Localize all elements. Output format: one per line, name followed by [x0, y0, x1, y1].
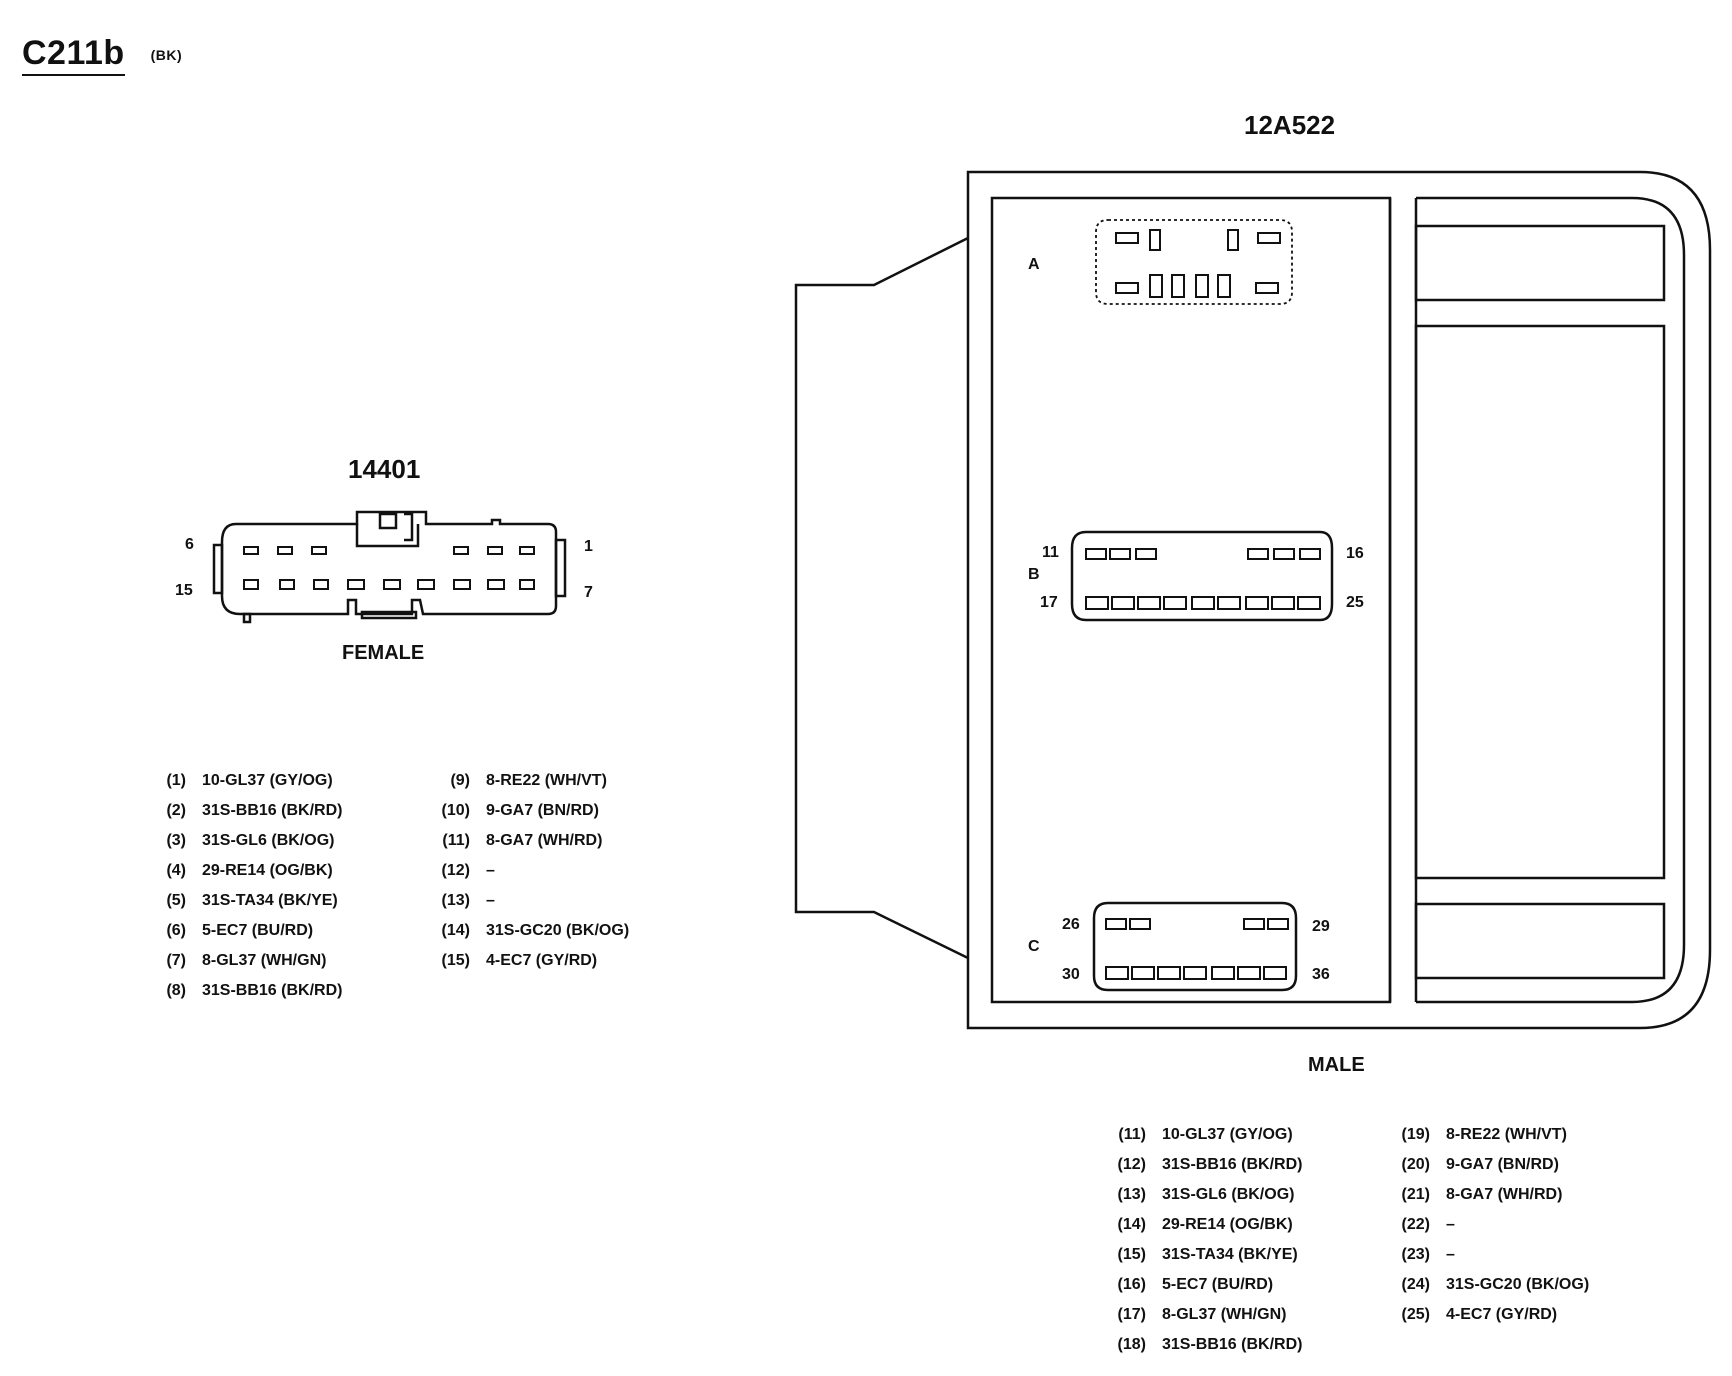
list-item: (13)31S-GL6 (BK/OG)	[1117, 1186, 1295, 1203]
list-item: (6)5-EC7 (BU/RD)	[166, 922, 314, 939]
section-b-pin-label-bottom-left: 17	[1040, 594, 1058, 611]
list-item: (7)8-GL37 (WH/GN)	[166, 952, 327, 969]
section-c-outline	[1092, 901, 1298, 992]
list-item: (19)8-RE22 (WH/VT)	[1401, 1126, 1567, 1143]
female-gender-label: FEMALE	[342, 642, 425, 664]
female-pin-label-top-left: 6	[185, 536, 194, 553]
section-b-label: B	[1028, 566, 1040, 583]
section-c-pin-label-top-left: 26	[1062, 916, 1080, 933]
section-b-pin-label-bottom-right: 25	[1346, 594, 1364, 611]
section-b-outline	[1070, 530, 1334, 622]
list-item: (9)8-RE22 (WH/VT)	[450, 772, 607, 789]
list-item: (11)8-GA7 (WH/RD)	[442, 832, 603, 849]
list-item: (25)4-EC7 (GY/RD)	[1401, 1306, 1558, 1323]
female-pin-label-bottom-left: 15	[175, 582, 193, 599]
list-item: (20)9-GA7 (BN/RD)	[1401, 1156, 1559, 1173]
female-pin-label-bottom-right: 7	[584, 584, 593, 601]
section-a-pin-slots	[1115, 229, 1281, 298]
list-item: (18)31S-BB16 (BK/RD)	[1117, 1336, 1303, 1353]
list-item: (2)31S-BB16 (BK/RD)	[166, 802, 343, 819]
list-item: (5)31S-TA34 (BK/YE)	[166, 892, 338, 909]
list-item: (14)29-RE14 (OG/BK)	[1117, 1216, 1293, 1233]
list-item: (4)29-RE14 (OG/BK)	[166, 862, 333, 879]
section-c-pin-slots	[1105, 918, 1289, 980]
male-connector-housing	[794, 170, 1712, 1030]
female-part-number: 14401	[348, 454, 421, 484]
list-item: (15)4-EC7 (GY/RD)	[441, 952, 598, 969]
section-b-pin-label-top-left: 11	[1042, 544, 1059, 561]
female-pin-slots	[243, 546, 535, 590]
connector-id: C211b	[22, 34, 125, 76]
list-item: (17)8-GL37 (WH/GN)	[1117, 1306, 1287, 1323]
list-item: (1)10-GL37 (GY/OG)	[166, 772, 333, 789]
list-item: (10)9-GA7 (BN/RD)	[441, 802, 599, 819]
list-item: (15)31S-TA34 (BK/YE)	[1117, 1246, 1298, 1263]
list-item: (8)31S-BB16 (BK/RD)	[166, 982, 343, 999]
male-gender-label: MALE	[1308, 1054, 1365, 1076]
list-item: (21)8-GA7 (WH/RD)	[1401, 1186, 1563, 1203]
section-a-label: A	[1028, 256, 1040, 273]
list-item: (23)–	[1401, 1246, 1455, 1263]
list-item: (22)–	[1401, 1216, 1455, 1233]
section-b-pin-slots	[1085, 548, 1321, 610]
list-item: (3)31S-GL6 (BK/OG)	[166, 832, 335, 849]
section-c-pin-label-bottom-right: 36	[1312, 966, 1330, 983]
list-item: (13)–	[441, 892, 495, 909]
list-item: (12)31S-BB16 (BK/RD)	[1117, 1156, 1303, 1173]
section-c-pin-label-bottom-left: 30	[1062, 966, 1080, 983]
list-item: (16)5-EC7 (BU/RD)	[1117, 1276, 1274, 1293]
female-connector-face	[212, 510, 567, 624]
connector-title: C211b (BK)	[22, 34, 183, 76]
list-item: (14)31S-GC20 (BK/OG)	[441, 922, 630, 939]
male-part-number: 12A522	[1244, 110, 1336, 140]
connector-color-code: (BK)	[150, 47, 183, 64]
list-item: (12)–	[441, 862, 495, 879]
section-b-pin-label-top-right: 16	[1346, 545, 1364, 562]
female-pin-label-top-right: 1	[584, 538, 593, 555]
section-c-pin-label-top-right: 29	[1312, 918, 1330, 935]
section-a-outline	[1095, 219, 1293, 305]
section-c-label: C	[1028, 938, 1040, 955]
list-item: (11)10-GL37 (GY/OG)	[1118, 1126, 1293, 1143]
list-item: (24)31S-GC20 (BK/OG)	[1401, 1276, 1590, 1293]
